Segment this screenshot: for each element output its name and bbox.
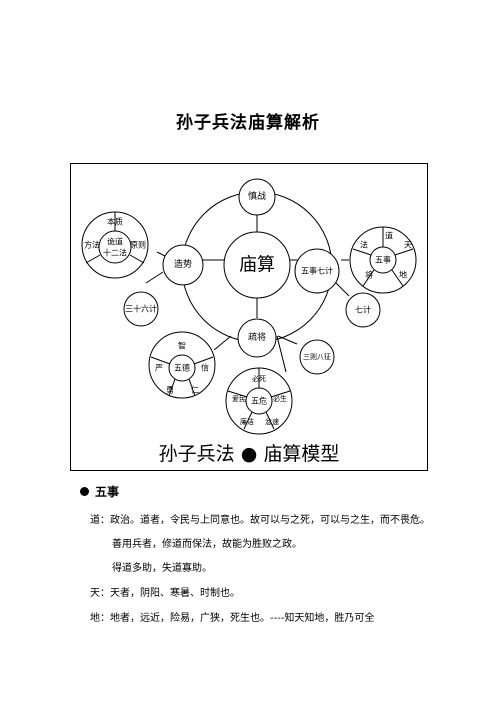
wude-outer-label: 智 bbox=[178, 341, 186, 351]
paragraph-line: 得道多助，失道寡助。 bbox=[112, 563, 212, 574]
figure-caption: 孙子兵法 ● 庙算模型 bbox=[71, 439, 427, 466]
wude-center-label: 五德 bbox=[174, 363, 190, 373]
page-title: 孙子兵法庙算解析 bbox=[176, 113, 320, 133]
tl-inner-label: 十二法 bbox=[103, 248, 127, 258]
caption-left: 孙子兵法 bbox=[158, 443, 235, 465]
tr-outer-label: 法 bbox=[360, 240, 368, 250]
miaosuan-diagram: 庙算 慎战 造势 五事七计 疏将 本质 方法 原则 诡道 十二法 五事 法 道 … bbox=[81, 178, 417, 435]
tr-outer-label: 天 bbox=[404, 241, 412, 250]
tr-outer-label: 道 bbox=[385, 231, 393, 241]
sanze-label: 三则八征 bbox=[303, 352, 331, 361]
section-heading-text: 五事 bbox=[95, 485, 120, 499]
wuwei-outer-label: 廉洁 bbox=[240, 417, 254, 426]
tl-outer-label: 方法 bbox=[84, 240, 100, 250]
bullet-icon bbox=[80, 487, 89, 496]
wude-outer-label: 仁 bbox=[191, 385, 199, 395]
bullet-icon: ● bbox=[240, 443, 258, 465]
sanshi-label: 三十六计 bbox=[125, 304, 157, 314]
wude-outer-label: 严 bbox=[155, 364, 163, 373]
tr-center-label: 五事 bbox=[375, 255, 391, 265]
section-heading: 五事 bbox=[80, 483, 119, 500]
top-node-label: 慎战 bbox=[248, 190, 266, 202]
wuwei-outer-label: 必生 bbox=[273, 394, 287, 403]
tl-outer-label: 原则 bbox=[130, 240, 146, 250]
paragraph-line: 地：地者，远近，险易，广狭，死生也。----知天知地，胜乃可全 bbox=[90, 613, 375, 624]
wuwei-outer-label: 爱民 bbox=[232, 395, 246, 403]
paragraph-line: 天：天者，阴阳、寒暑、时制也。 bbox=[90, 588, 240, 599]
paragraph-line: 善用兵者，修道而保法，故能为胜败之政。 bbox=[112, 539, 302, 550]
qiji-label: 七计 bbox=[355, 305, 371, 315]
center-label: 庙算 bbox=[239, 255, 275, 276]
tr-outer-label: 地 bbox=[399, 270, 407, 280]
left-node-label: 造势 bbox=[174, 258, 192, 270]
wuwei-outer-label: 忿速 bbox=[265, 417, 279, 426]
right-node-label: 五事七计 bbox=[301, 266, 333, 276]
wude-outer-label: 勇 bbox=[166, 386, 174, 395]
miaosuan-model-figure: 庙算 慎战 造势 五事七计 疏将 本质 方法 原则 诡道 十二法 五事 法 道 … bbox=[70, 163, 428, 471]
tr-outer-label: 将 bbox=[365, 270, 373, 280]
tl-inner-label: 诡道 bbox=[107, 237, 123, 247]
bottom-node-label: 疏将 bbox=[248, 331, 266, 343]
caption-right: 庙算模型 bbox=[263, 443, 340, 465]
wuwei-center-label: 五危 bbox=[251, 396, 267, 406]
wuwei-outer-label: 必死 bbox=[252, 374, 266, 383]
wude-outer-label: 信 bbox=[201, 363, 209, 373]
paragraph-line: 道：政治。道者，令民与上同意也。故可以与之死，可以与之生，而不畏危。 bbox=[90, 515, 430, 526]
tl-outer-label: 本质 bbox=[107, 217, 123, 227]
